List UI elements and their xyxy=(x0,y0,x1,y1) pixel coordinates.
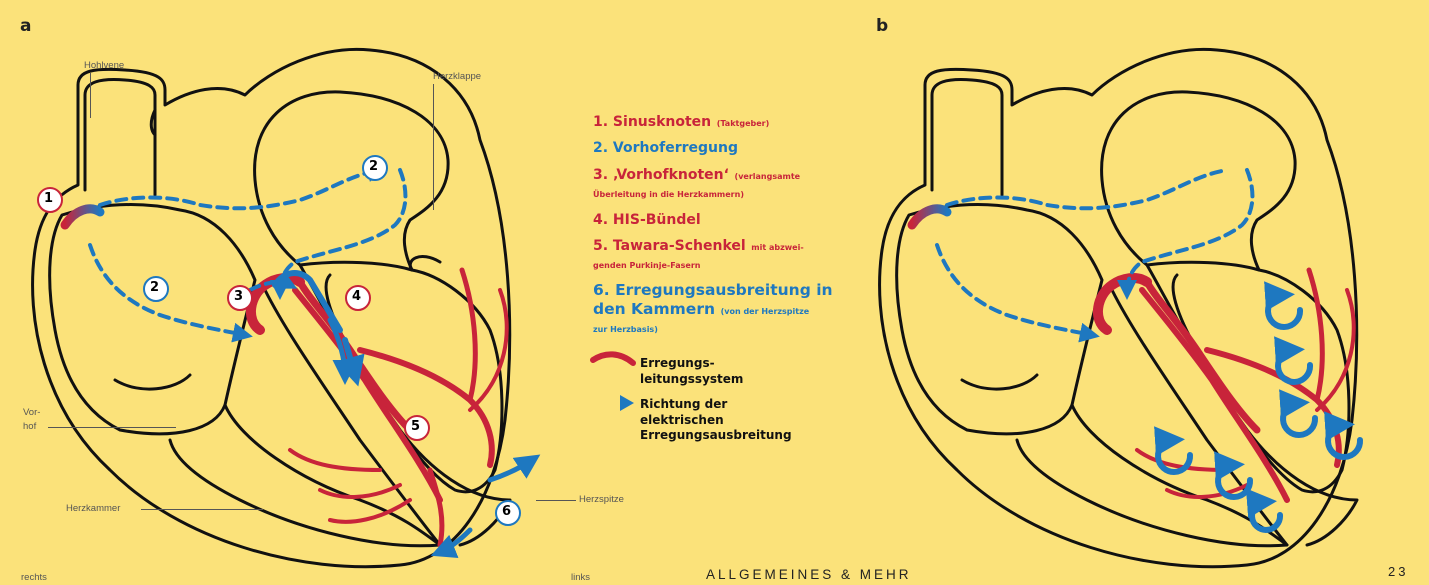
legend-item-1-sub: (Taktgeber) xyxy=(717,119,770,128)
marker-2-left: 2 xyxy=(150,280,159,295)
left-atrium-a xyxy=(255,92,449,270)
leader-herzspitze xyxy=(536,500,576,501)
legend-item-5-sub-b: genden Purkinje-Fasern xyxy=(593,261,700,270)
marker-3: 3 xyxy=(234,289,243,304)
marker-1: 1 xyxy=(44,191,53,206)
footer-brand: ALLGEMEINES & MEHR xyxy=(706,567,912,582)
marker-2-top: 2 xyxy=(369,159,378,174)
legend-item-3-sub-a: (verlangsamte xyxy=(735,172,801,181)
legend: 1. Sinusknoten (Taktgeber) 2. Vorhoferre… xyxy=(593,112,843,345)
legend-item-3-title: 3. ‚Vorhofknoten‘ xyxy=(593,167,729,183)
key-blue-line2: elektrischen xyxy=(640,413,724,427)
legend-item-6-title-a: 6. Erregungsausbreitung in xyxy=(593,281,833,299)
legend-item-6-title-b: den Kammern xyxy=(593,300,715,318)
hohlvene-a xyxy=(85,80,155,195)
leader-vorhof xyxy=(48,427,176,428)
leader-herzkammer xyxy=(141,509,263,510)
legend-item-2: 2. Vorhoferregung xyxy=(593,138,843,156)
key-red-line1: Erregungs- xyxy=(640,356,715,370)
legend-item-1: 1. Sinusknoten (Taktgeber) xyxy=(593,112,843,130)
label-herzspitze: Herzspitze xyxy=(579,494,624,505)
legend-item-6: 6. Erregungsausbreitung in den Kammern (… xyxy=(593,281,843,337)
red-conduction-key-icon xyxy=(593,354,633,363)
legend-item-6-sub-a: (von der Herzspitze xyxy=(721,307,810,316)
label-hohlvene: Hohlvene xyxy=(84,60,124,71)
legend-item-4: 4. HIS-Bündel xyxy=(593,210,843,228)
label-herzkammer: Herzkammer xyxy=(66,503,120,514)
key-red-line2: leitungssystem xyxy=(640,372,743,386)
legend-item-5-title: 5. Tawara-Schenkel xyxy=(593,238,746,254)
right-atrium-a xyxy=(50,205,255,434)
key-blue-line3: Erregungsausbreitung xyxy=(640,428,792,442)
marker-6: 6 xyxy=(502,504,511,519)
heart-b xyxy=(880,49,1357,566)
page-number: 23 xyxy=(1388,564,1408,579)
legend-item-2-title: 2. Vorhoferregung xyxy=(593,140,738,156)
legend-item-4-title: 4. HIS-Bündel xyxy=(593,212,701,228)
legend-item-5: 5. Tawara-Schenkel mit abzwei- genden Pu… xyxy=(593,236,843,273)
marker-4: 4 xyxy=(352,289,361,304)
marker-5: 5 xyxy=(411,419,420,434)
right-ventricle-a xyxy=(170,405,440,546)
leader-herzklappe xyxy=(433,84,434,210)
key-red: Erregungs- leitungssystem xyxy=(640,356,743,387)
leader-hohlvene xyxy=(90,73,91,118)
label-vorhof: Vor- hof xyxy=(23,406,40,435)
label-links: links xyxy=(571,572,590,583)
label-herzklappe: Herzklappe xyxy=(433,71,481,82)
key-blue-line1: Richtung der xyxy=(640,397,727,411)
legend-item-3: 3. ‚Vorhofknoten‘ (verlangsamte Überleit… xyxy=(593,165,843,202)
legend-item-5-sub-a: mit abzwei- xyxy=(751,243,803,252)
conduction-system-a xyxy=(65,209,507,545)
legend-item-6-sub-b: zur Herzbasis) xyxy=(593,325,658,334)
legend-item-1-title: 1. Sinusknoten xyxy=(593,114,711,130)
label-rechts: rechts xyxy=(21,572,47,583)
legend-item-3-sub-b: Überleitung in die Herzkammern) xyxy=(593,190,744,199)
key-blue: Richtung der elektrischen Erregungsausbr… xyxy=(640,397,792,444)
